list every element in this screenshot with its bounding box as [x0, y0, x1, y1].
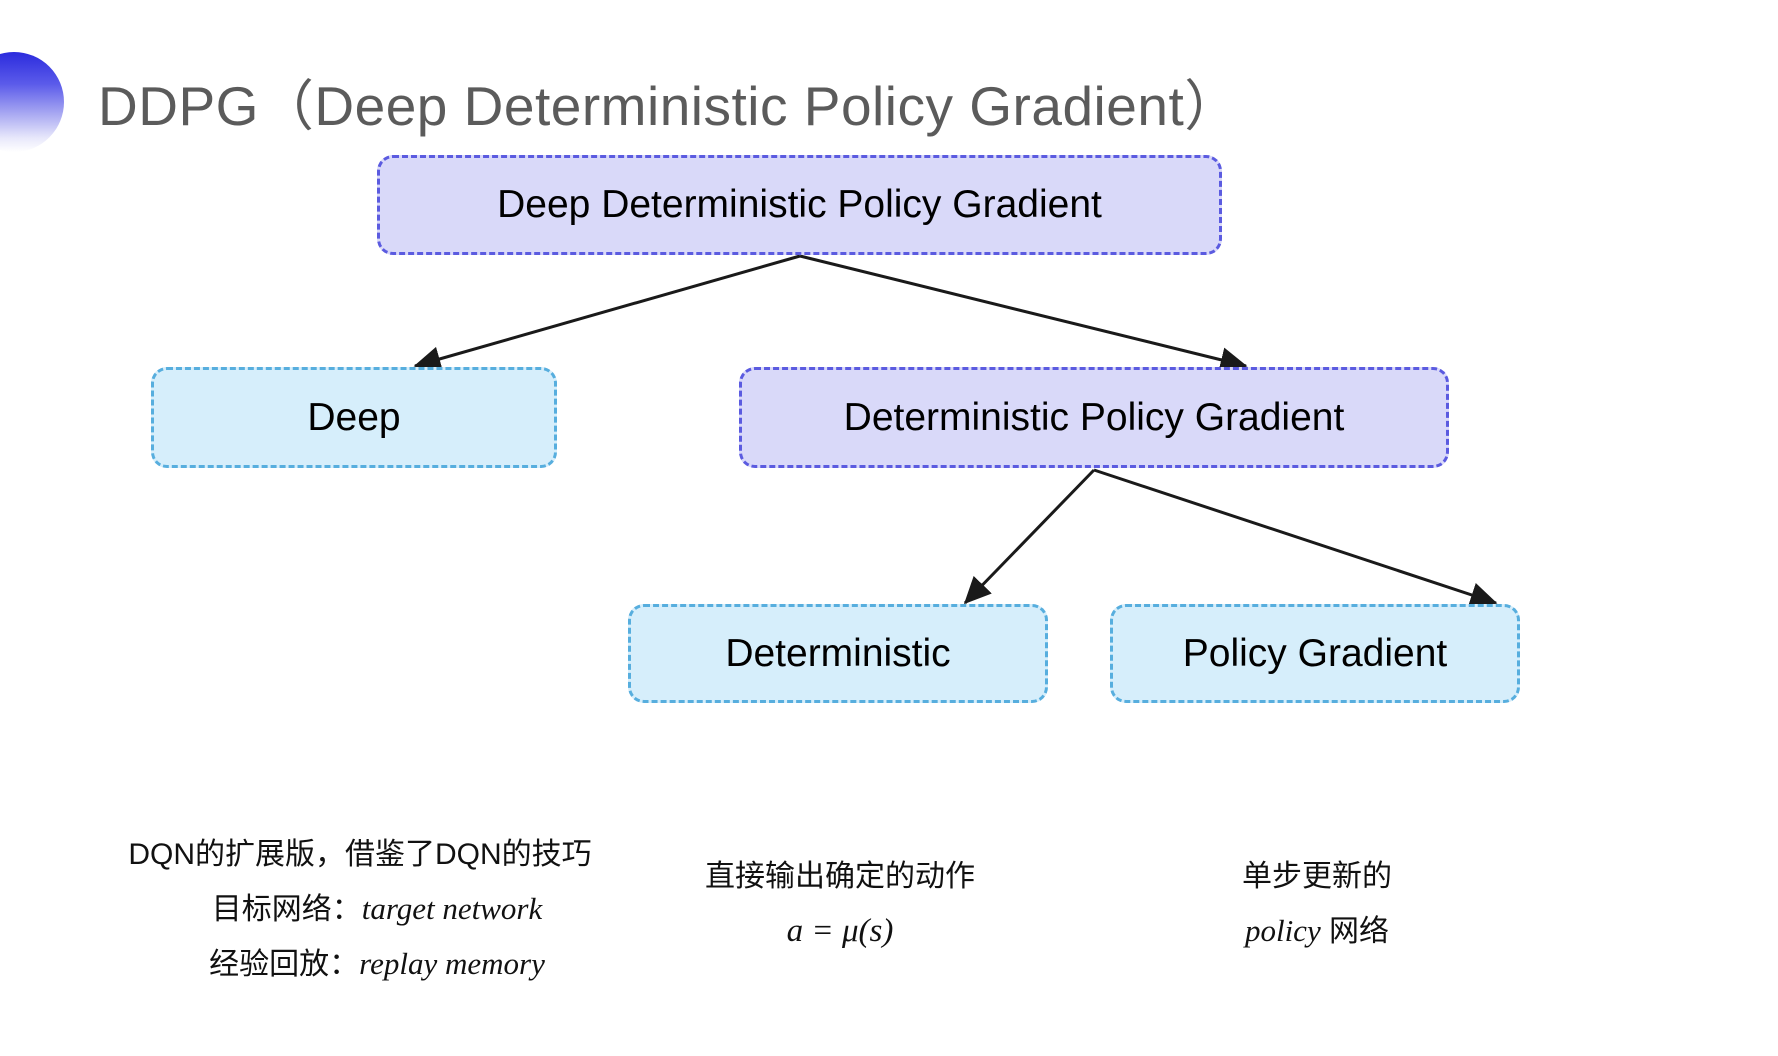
edge-root-to-deep — [413, 254, 801, 372]
caption-policy-gradient-line2: policy 网络 — [1128, 904, 1506, 959]
caption-deep-line1: DQN的扩展版，借鉴了DQN的技巧 — [128, 838, 592, 871]
node-deterministic[interactable]: Deterministic — [628, 604, 1048, 703]
edge-dpg-to-policy-gradient — [1093, 468, 1498, 607]
caption-policy-gradient-suffix: 网络 — [1320, 915, 1390, 948]
caption-deep-line3: 经验回放：replay memory — [70, 937, 650, 992]
node-label: Deterministic — [725, 631, 951, 675]
title-accent-circle-icon — [0, 52, 64, 152]
caption-policy-gradient-term: policy — [1244, 913, 1321, 948]
caption-deterministic-formula: a = μ(s) — [786, 913, 894, 949]
caption-deep-line3-term: replay memory — [359, 946, 545, 981]
caption-deterministic-line1: 直接输出确定的动作 — [705, 860, 975, 893]
node-deep[interactable]: Deep — [151, 367, 557, 468]
node-deep-deterministic-policy-gradient[interactable]: Deep Deterministic Policy Gradient — [377, 155, 1222, 255]
caption-deep-line2-label: 目标网络： — [211, 893, 362, 926]
edge-root-to-dpg — [799, 254, 1248, 373]
page-title: DDPG（Deep Deterministic Policy Gradient） — [98, 75, 1240, 137]
caption-deterministic: 直接输出确定的动作 a = μ(s) — [655, 850, 1025, 958]
caption-deep: DQN的扩展版，借鉴了DQN的技巧 目标网络：target network 经验… — [70, 828, 650, 992]
caption-policy-gradient: 单步更新的 policy 网络 — [1128, 850, 1506, 959]
node-deterministic-policy-gradient[interactable]: Deterministic Policy Gradient — [739, 367, 1449, 468]
edge-dpg-to-deterministic — [963, 468, 1096, 605]
caption-deep-line2-term: target network — [361, 891, 543, 926]
node-policy-gradient[interactable]: Policy Gradient — [1110, 604, 1520, 703]
node-label: Deterministic Policy Gradient — [843, 395, 1345, 439]
caption-deep-line2: 目标网络：target network — [70, 882, 650, 937]
node-label: Deep Deterministic Policy Gradient — [497, 183, 1102, 226]
caption-policy-gradient-line1: 单步更新的 — [1242, 860, 1392, 893]
node-label: Policy Gradient — [1182, 631, 1448, 675]
caption-deep-line3-label: 经验回放： — [209, 948, 360, 981]
node-label: Deep — [307, 395, 401, 439]
